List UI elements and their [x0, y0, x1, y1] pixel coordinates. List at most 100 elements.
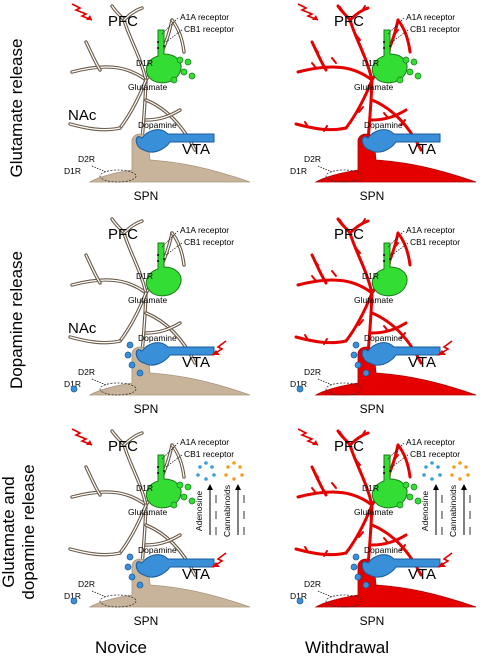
glutamate-vesicle-1	[176, 56, 184, 64]
dendrite-branch-4	[170, 443, 186, 479]
dendrite-branch-8	[344, 503, 374, 555]
dendrite-branch-8	[344, 291, 374, 343]
pfc-label: PFC	[108, 13, 138, 30]
dopamine-vesicle-3	[128, 361, 136, 369]
dendrite-branch-7	[348, 431, 370, 447]
dendritic-spine-4	[393, 454, 399, 461]
dendrite-branch-6	[336, 217, 352, 235]
dendrite-branch-4	[170, 18, 186, 54]
dendrite-branch-2	[296, 490, 374, 507]
d2r-leader	[317, 165, 333, 173]
vta-label: VTA	[408, 141, 436, 158]
glutamate-label: Glutamate	[128, 295, 167, 305]
d2r-label: D2R	[304, 154, 321, 164]
dopamine-vesicle-synapse	[296, 385, 304, 393]
dopamine-vesicle-2	[350, 563, 358, 571]
dendritic-spine-6	[339, 219, 344, 226]
dendrite-branch-4	[396, 18, 412, 54]
pfc-receptor-dot-1	[157, 41, 159, 43]
dendrite-branch-10	[310, 40, 328, 72]
adenosine-dot-6	[204, 477, 208, 481]
cb1-receptor-label: CB1 receptor	[410, 237, 460, 247]
adenosine-dot-3	[210, 465, 214, 469]
spn-soma	[314, 558, 477, 608]
row-title-3-line-1: Glutamate and	[0, 476, 18, 588]
spn-soma	[88, 558, 251, 608]
spn-label: SPN	[134, 614, 159, 628]
glutamate-vesicle-3	[180, 493, 188, 501]
pfc-axon-terminal	[371, 242, 408, 297]
adenosine-dot-3	[436, 465, 440, 469]
pfc-terminal	[371, 242, 408, 297]
glutamate-label: Glutamate	[354, 507, 393, 517]
pfc-terminal	[371, 29, 408, 84]
dendrite-branch-core-8	[119, 79, 147, 129]
dopamine-vesicle-4	[362, 369, 370, 377]
pfc-label: PFC	[108, 226, 138, 243]
dopamine-vesicle-3	[128, 573, 136, 581]
dendrite-branch-core-2	[71, 491, 147, 506]
pfc-receptor-dot-1	[157, 466, 159, 468]
a1a-receptor-label: A1A receptor	[406, 12, 455, 22]
dopamine-vesicle-3	[354, 361, 362, 369]
dopamine-vesicle-synapse	[70, 597, 78, 605]
a1a-receptor-label: A1A receptor	[406, 437, 455, 447]
cannabinoid-dot-2	[232, 461, 236, 465]
glutamate-vesicle-1	[402, 56, 410, 64]
dendrite-branch-4	[396, 443, 412, 479]
dendrite-branch-12	[370, 533, 408, 547]
receptor-region	[99, 594, 137, 608]
pfc-receptor-dot-3	[389, 45, 391, 47]
dendrite-branch-4	[396, 231, 412, 267]
d2r-leader	[91, 165, 107, 173]
cannabinoid-dot-4	[224, 473, 228, 477]
pfc-receptor-dot-3	[163, 258, 165, 260]
dendritic-spine-8	[358, 531, 364, 538]
cb1-receptor-label: CB1 receptor	[184, 449, 234, 459]
dendritic-spine-9	[323, 125, 328, 132]
glutamate-label: Glutamate	[354, 82, 393, 92]
a1a-receptor-label: A1A receptor	[406, 225, 455, 235]
glutamate-vesicle-5	[170, 76, 178, 84]
dendritic-spine-6	[339, 431, 344, 438]
vta-terminal	[135, 129, 215, 153]
receptor-leaders	[161, 230, 183, 256]
spn-label: SPN	[360, 402, 385, 416]
vta-stimulus-arrowhead	[212, 562, 220, 567]
pfc-receptor-dot-3	[389, 470, 391, 472]
cannabinoid-dot-2	[458, 461, 462, 465]
adenosine-dot-1	[424, 465, 428, 469]
vta-axon-terminal	[361, 129, 441, 153]
receptor-region	[99, 382, 137, 396]
dendritic-spine-2	[331, 482, 337, 489]
dopamine-vesicle-1	[126, 341, 134, 349]
adenosine-dot-1	[198, 465, 202, 469]
glutamate-vesicle-3	[406, 68, 414, 76]
receptor-region	[325, 594, 363, 608]
dendritic-spine-5	[355, 459, 361, 466]
dendrite-branch-2	[296, 65, 374, 82]
pfc-stimulus-arrowhead	[312, 15, 318, 20]
dendritic-spine-14	[383, 325, 389, 332]
pfc-d1r-label: D1R	[362, 58, 379, 68]
vta-axon-terminal	[361, 342, 441, 366]
dendritic-spine-1	[311, 487, 317, 494]
row-title-2: Dopamine release	[7, 251, 26, 389]
dendrite-branch-core-12	[145, 534, 181, 546]
dendrite-branch-10	[310, 253, 328, 285]
dopamine-label: Dopamine	[364, 120, 403, 130]
spn-soma	[88, 133, 251, 183]
dendrite-branch-11	[370, 523, 423, 577]
pfc-terminal	[371, 454, 408, 509]
spn-soma	[314, 346, 477, 396]
dendritic-spine-14	[383, 537, 389, 544]
vta-terminal	[361, 554, 441, 578]
dendritic-spine-10	[304, 546, 309, 553]
cannabinoid-dot-1	[226, 465, 230, 469]
pfc-receptor-dot-2	[383, 472, 385, 474]
dendrite-branch-7	[348, 6, 370, 22]
dendritic-spine-4	[393, 29, 399, 36]
